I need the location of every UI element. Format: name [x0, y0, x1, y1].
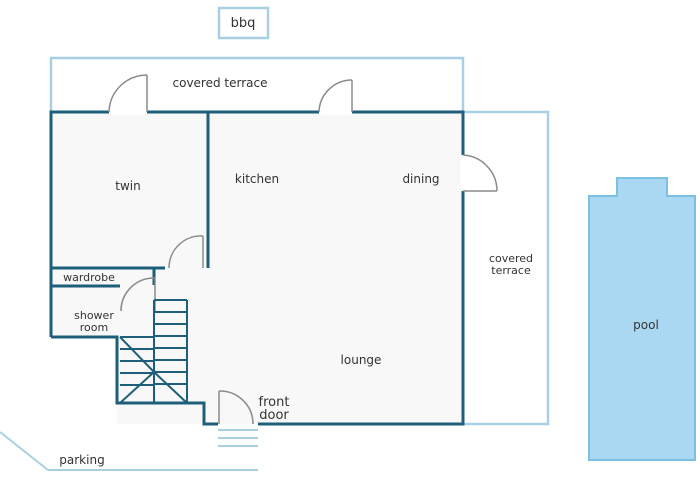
- bbq-area: [217, 6, 270, 40]
- pool-label: pool: [633, 318, 659, 332]
- pool-shape: [588, 177, 696, 461]
- parking-cutout: [51, 337, 117, 425]
- covered-terrace-right-area: [461, 110, 550, 426]
- front-door-swing: [218, 390, 254, 425]
- shower-room-label-line1: shower: [74, 309, 114, 322]
- kitchen-label: kitchen: [235, 172, 279, 186]
- covered-terrace-top-area: [49, 56, 465, 114]
- covered-terrace-top-label: covered terrace: [173, 76, 268, 90]
- parking-line-diagonal: [0, 431, 49, 471]
- outer-wall: [49, 110, 465, 426]
- covered-terrace-right-label-line2: terrace: [491, 264, 531, 277]
- shower-room-label-line2: room: [80, 321, 108, 334]
- wardrobe-label: wardrobe: [63, 271, 115, 284]
- covered-terrace-right-label-line1: covered: [489, 252, 533, 265]
- bbq-label: bbq: [231, 16, 256, 31]
- parking-label: parking: [59, 453, 104, 467]
- front-door-label-line1: front: [259, 395, 290, 410]
- staircase: [119, 299, 188, 404]
- twin-label: twin: [115, 179, 140, 193]
- front-steps: [218, 429, 258, 447]
- door-shower-swing: [120, 277, 156, 312]
- dining-label: dining: [402, 172, 439, 186]
- door-twin-swing: [168, 235, 204, 269]
- lounge-label: lounge: [341, 353, 382, 367]
- front-door-label-line2: door: [259, 408, 289, 423]
- door-twin-terrace-swing: [108, 74, 148, 113]
- door-dining-terrace-swing: [462, 154, 498, 192]
- outer-wall-south: [51, 335, 218, 426]
- door-kitchen-terrace-swing: [318, 79, 353, 113]
